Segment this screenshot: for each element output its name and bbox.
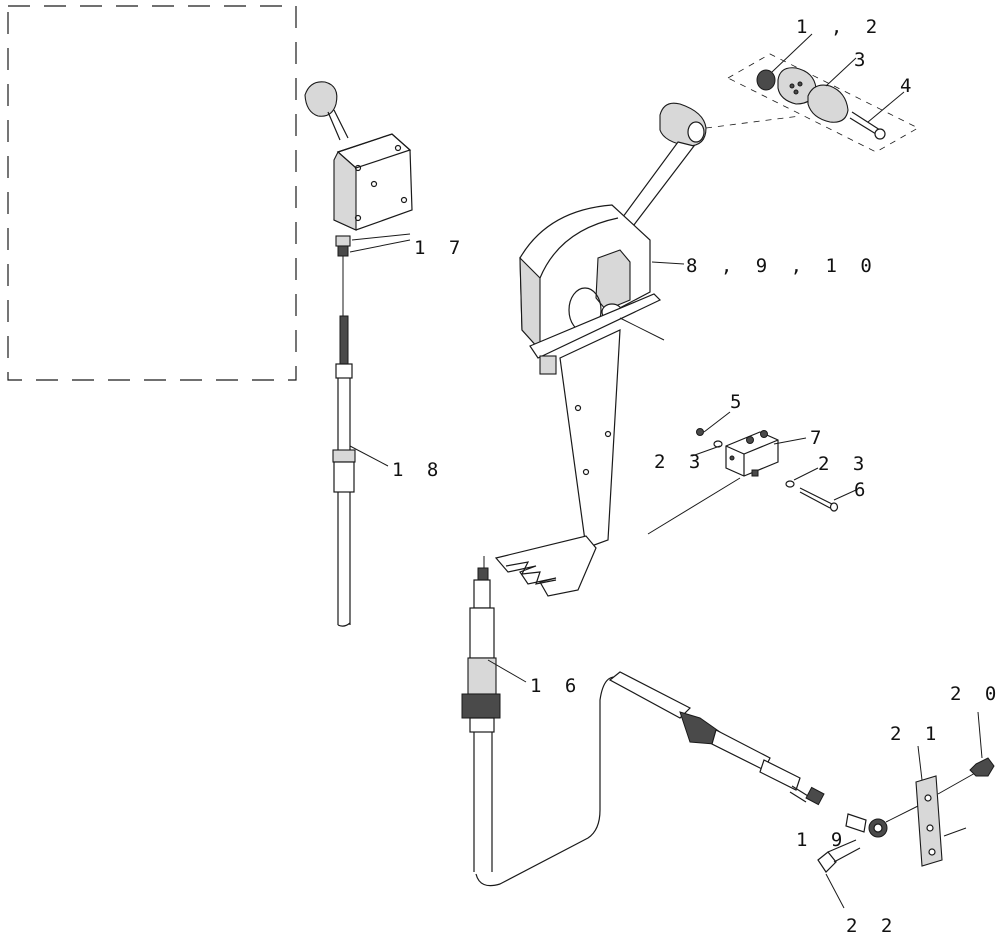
main-control-lever: [494, 102, 707, 597]
cable-18: [332, 315, 356, 627]
cable-end-assembly: [608, 671, 995, 873]
callout-4: 4: [900, 75, 917, 97]
callout-5: 5: [730, 391, 747, 413]
callout-1-2: 1 , 2: [796, 16, 883, 38]
callout-8-9-10: 8 , 9 , 1 0: [686, 255, 878, 277]
callout-7: 7: [810, 427, 827, 449]
callout-18: 1 8: [392, 459, 444, 481]
callout-6: 6: [854, 479, 871, 501]
callout-labels: 1 , 2 3 4 8 , 9 , 1 0 1 7 1 8 5 7 2 3 2 …: [392, 16, 1000, 937]
cable-16: [461, 556, 621, 887]
alternate-view-boundary: [7, 5, 297, 381]
callout-17: 1 7: [414, 237, 466, 259]
callout-23-right: 2 3: [818, 453, 870, 475]
callout-21: 2 1: [890, 723, 942, 745]
knob-exploded-parts: [705, 53, 919, 153]
leader-lines: [349, 33, 983, 909]
callout-16: 1 6: [530, 675, 582, 697]
callout-23-left: 2 3: [654, 451, 706, 473]
callout-19: 1 9: [796, 829, 848, 851]
alt-control-lever-assembly: [304, 81, 413, 316]
callout-20: 2 0: [950, 683, 1000, 705]
cable-clamp-block: [647, 428, 839, 535]
callout-22: 2 2: [846, 915, 898, 937]
callout-3: 3: [854, 49, 871, 71]
